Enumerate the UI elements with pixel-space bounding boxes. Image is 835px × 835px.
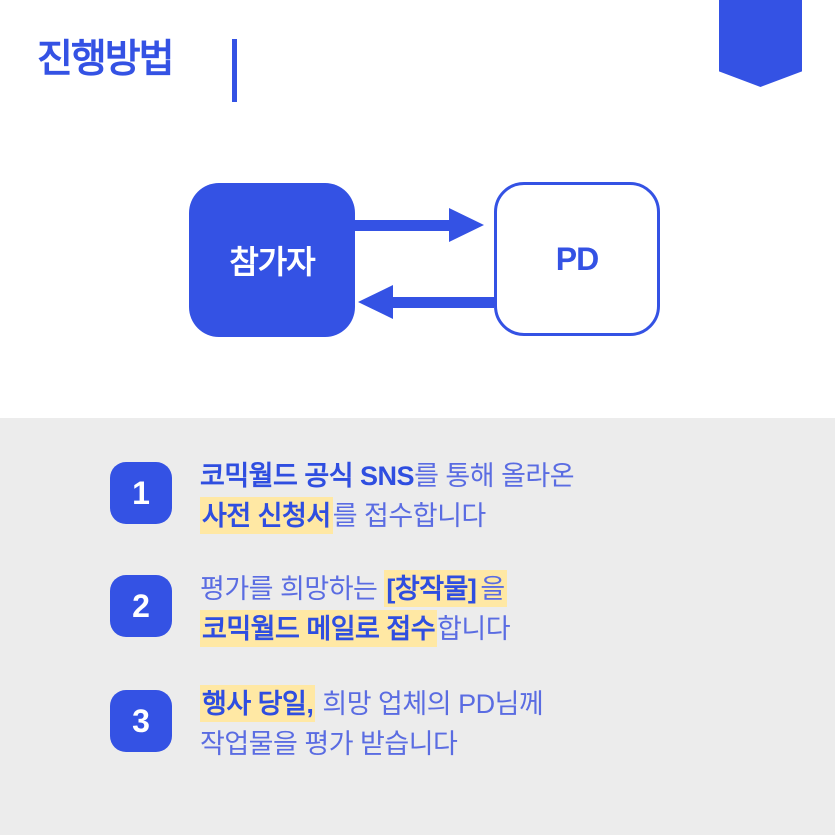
text-segment: [창작물]: [384, 570, 479, 607]
step-3-line-1: 행사 당일, 희망 업체의 PD님께: [200, 684, 760, 724]
step-1-number: 1: [132, 474, 150, 511]
arrow-right-shaft: [355, 220, 450, 231]
step-2-text: 평가를 희망하는 [창작물]을 코믹월드 메일로 접수합니다: [200, 569, 760, 649]
arrow-left-icon: [358, 285, 393, 319]
step-3-badge: 3: [110, 690, 172, 752]
step-1-line-1: 코믹월드 공식 SNS를 통해 올라온: [200, 456, 760, 496]
bookmark-ribbon-icon: [719, 0, 802, 87]
step-1-text: 코믹월드 공식 SNS를 통해 올라온 사전 신청서를 접수합니다: [200, 456, 760, 536]
pd-box: PD: [494, 182, 660, 336]
step-1-badge: 1: [110, 462, 172, 524]
text-segment: 합니다: [437, 614, 511, 644]
text-segment: 사전 신청서: [200, 497, 333, 534]
text-segment: 코믹월드 공식 SNS: [200, 461, 415, 491]
step-2-line-2: 코믹월드 메일로 접수합니다: [200, 609, 760, 649]
text-segment: 코믹월드 메일로 접수: [200, 610, 438, 647]
arrow-left-shaft: [391, 297, 494, 308]
text-segment: 작업물을 평가 받습니다: [200, 729, 458, 759]
participant-box-label: 참가자: [229, 244, 315, 280]
text-segment: 평가를 희망하는: [200, 574, 385, 604]
arrow-right-icon: [449, 208, 484, 242]
step-3-line-2: 작업물을 평가 받습니다: [200, 724, 760, 764]
title-divider: [232, 39, 237, 102]
text-segment: 을: [478, 570, 507, 607]
step-1-line-2: 사전 신청서를 접수합니다: [200, 496, 760, 536]
text-segment: 행사 당일,: [200, 685, 316, 722]
pd-box-label: PD: [555, 240, 599, 277]
step-2-badge: 2: [110, 575, 172, 637]
text-segment: 희망 업체의 PD님께: [315, 689, 544, 719]
step-2-number: 2: [132, 587, 150, 624]
step-3-text: 행사 당일, 희망 업체의 PD님께 작업물을 평가 받습니다: [200, 684, 760, 764]
step-2-line-1: 평가를 희망하는 [창작물]을: [200, 569, 760, 609]
participant-box: 참가자: [189, 183, 355, 337]
step-3-number: 3: [132, 702, 150, 739]
text-segment: 를 접수합니다: [332, 501, 487, 531]
page-title: 진행방법: [37, 38, 175, 81]
text-segment: 를 통해 올라온: [414, 461, 575, 491]
